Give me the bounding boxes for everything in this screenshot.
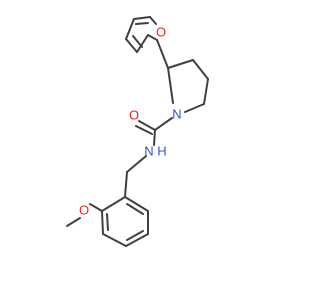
atom-labels: O N O N H O bbox=[79, 24, 182, 217]
bond bbox=[135, 125, 153, 135]
bond bbox=[126, 230, 144, 241]
bond bbox=[149, 16, 157, 25]
ring-nitrogen-label: N bbox=[172, 106, 181, 121]
bond bbox=[124, 196, 149, 212]
bond bbox=[101, 196, 126, 212]
chemical-structure-diagram: O N O N H O bbox=[66, 16, 209, 247]
carbonyl-oxygen-label: O bbox=[129, 107, 139, 122]
bond bbox=[167, 67, 174, 104]
furan-oxygen-label: O bbox=[156, 24, 166, 39]
bond bbox=[203, 78, 209, 105]
bond bbox=[132, 35, 143, 48]
benzene-ring bbox=[101, 196, 149, 247]
amide-nitrogen-label: N bbox=[144, 143, 153, 158]
bond bbox=[184, 103, 205, 113]
bond bbox=[126, 155, 147, 173]
bond bbox=[138, 120, 156, 131]
furan-ring bbox=[125, 16, 169, 69]
bond bbox=[147, 34, 158, 41]
bond bbox=[154, 117, 173, 131]
bond bbox=[135, 22, 149, 25]
bond bbox=[101, 210, 104, 235]
bond bbox=[133, 16, 151, 20]
bond bbox=[125, 38, 138, 53]
methoxy-group bbox=[66, 203, 103, 227]
bond bbox=[153, 129, 156, 146]
bond bbox=[106, 213, 109, 231]
bond bbox=[126, 203, 144, 215]
bond bbox=[192, 59, 209, 80]
pyrrolidine-ring bbox=[167, 59, 209, 113]
amide-hydrogen-label: H bbox=[157, 143, 166, 158]
benzyl-linker bbox=[124, 155, 147, 198]
bond bbox=[89, 203, 103, 212]
bond bbox=[102, 233, 127, 247]
bond bbox=[66, 217, 81, 227]
bond bbox=[156, 39, 169, 69]
bond bbox=[167, 59, 194, 69]
bond bbox=[136, 34, 149, 53]
carboxamide-group bbox=[135, 117, 173, 146]
methoxy-oxygen-label: O bbox=[79, 202, 89, 217]
bond bbox=[125, 18, 135, 40]
bond bbox=[125, 233, 149, 247]
bond bbox=[124, 171, 128, 198]
